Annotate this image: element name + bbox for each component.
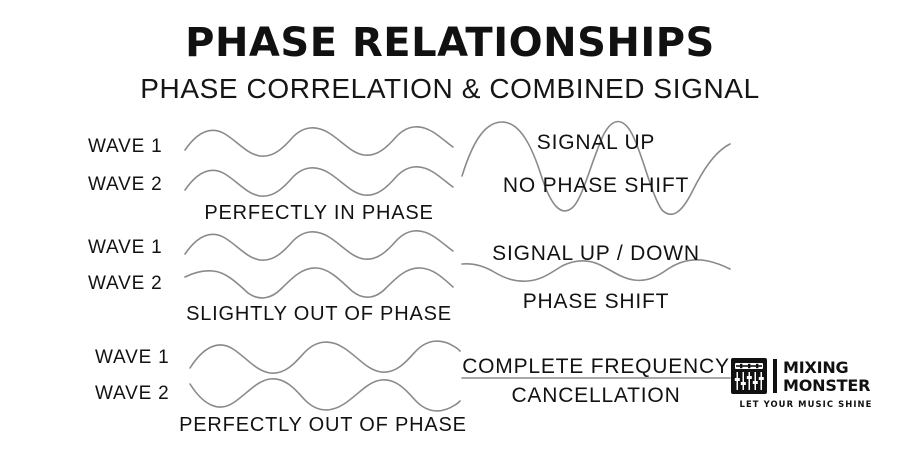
row2-result-line2: PHASE SHIFT <box>522 290 670 313</box>
row3-wave2-graphic <box>189 378 461 412</box>
row3-wave1-label: WAVE 1 <box>95 347 170 368</box>
row1-caption: PERFECTLY IN PHASE <box>204 202 434 224</box>
row2-result-line1: SIGNAL UP / DOWN <box>492 242 700 265</box>
page-subtitle: PHASE CORRELATION & COMBINED SIGNAL <box>140 73 760 104</box>
row2-wave2-label: WAVE 2 <box>88 273 163 294</box>
logo-name-line1: MIXING <box>783 358 849 377</box>
row1-combined-signal-graphic <box>461 120 731 216</box>
row1-wave1-graphic <box>184 126 454 157</box>
row2-caption: SLIGHTLY OUT OF PHASE <box>186 303 452 325</box>
logo-tagline: LET YOUR MUSIC SHINE <box>739 399 873 409</box>
row1-wave2-label: WAVE 2 <box>88 174 163 195</box>
mixing-console-icon <box>731 358 767 394</box>
row3-caption: PERFECTLY OUT OF PHASE <box>179 414 467 436</box>
row3-wave2-label: WAVE 2 <box>95 383 170 404</box>
row1-result-line2: NO PHASE SHIFT <box>502 174 690 197</box>
row3-combined-signal-graphic <box>461 377 731 379</box>
row2-wave1-graphic <box>184 230 454 261</box>
row3-wave1-graphic <box>189 340 461 374</box>
row3-result-line1: COMPLETE FREQUENCY <box>462 355 730 378</box>
row1-result-line1: SIGNAL UP <box>536 131 656 154</box>
row1-wave1-label: WAVE 1 <box>88 136 163 157</box>
brand-logo[interactable]: MIXING MONSTER LET YOUR MUSIC SHINE <box>731 358 881 414</box>
logo-divider <box>773 359 777 393</box>
row3-result-line2: CANCELLATION <box>511 384 681 407</box>
row2-wave2-graphic <box>184 267 454 299</box>
page-title: PHASE RELATIONSHIPS <box>185 20 715 66</box>
row2-wave1-label: WAVE 1 <box>88 237 163 258</box>
logo-name-line2: MONSTER <box>783 376 871 395</box>
row2-combined-signal-graphic <box>461 259 731 282</box>
row1-wave2-graphic <box>184 166 454 197</box>
